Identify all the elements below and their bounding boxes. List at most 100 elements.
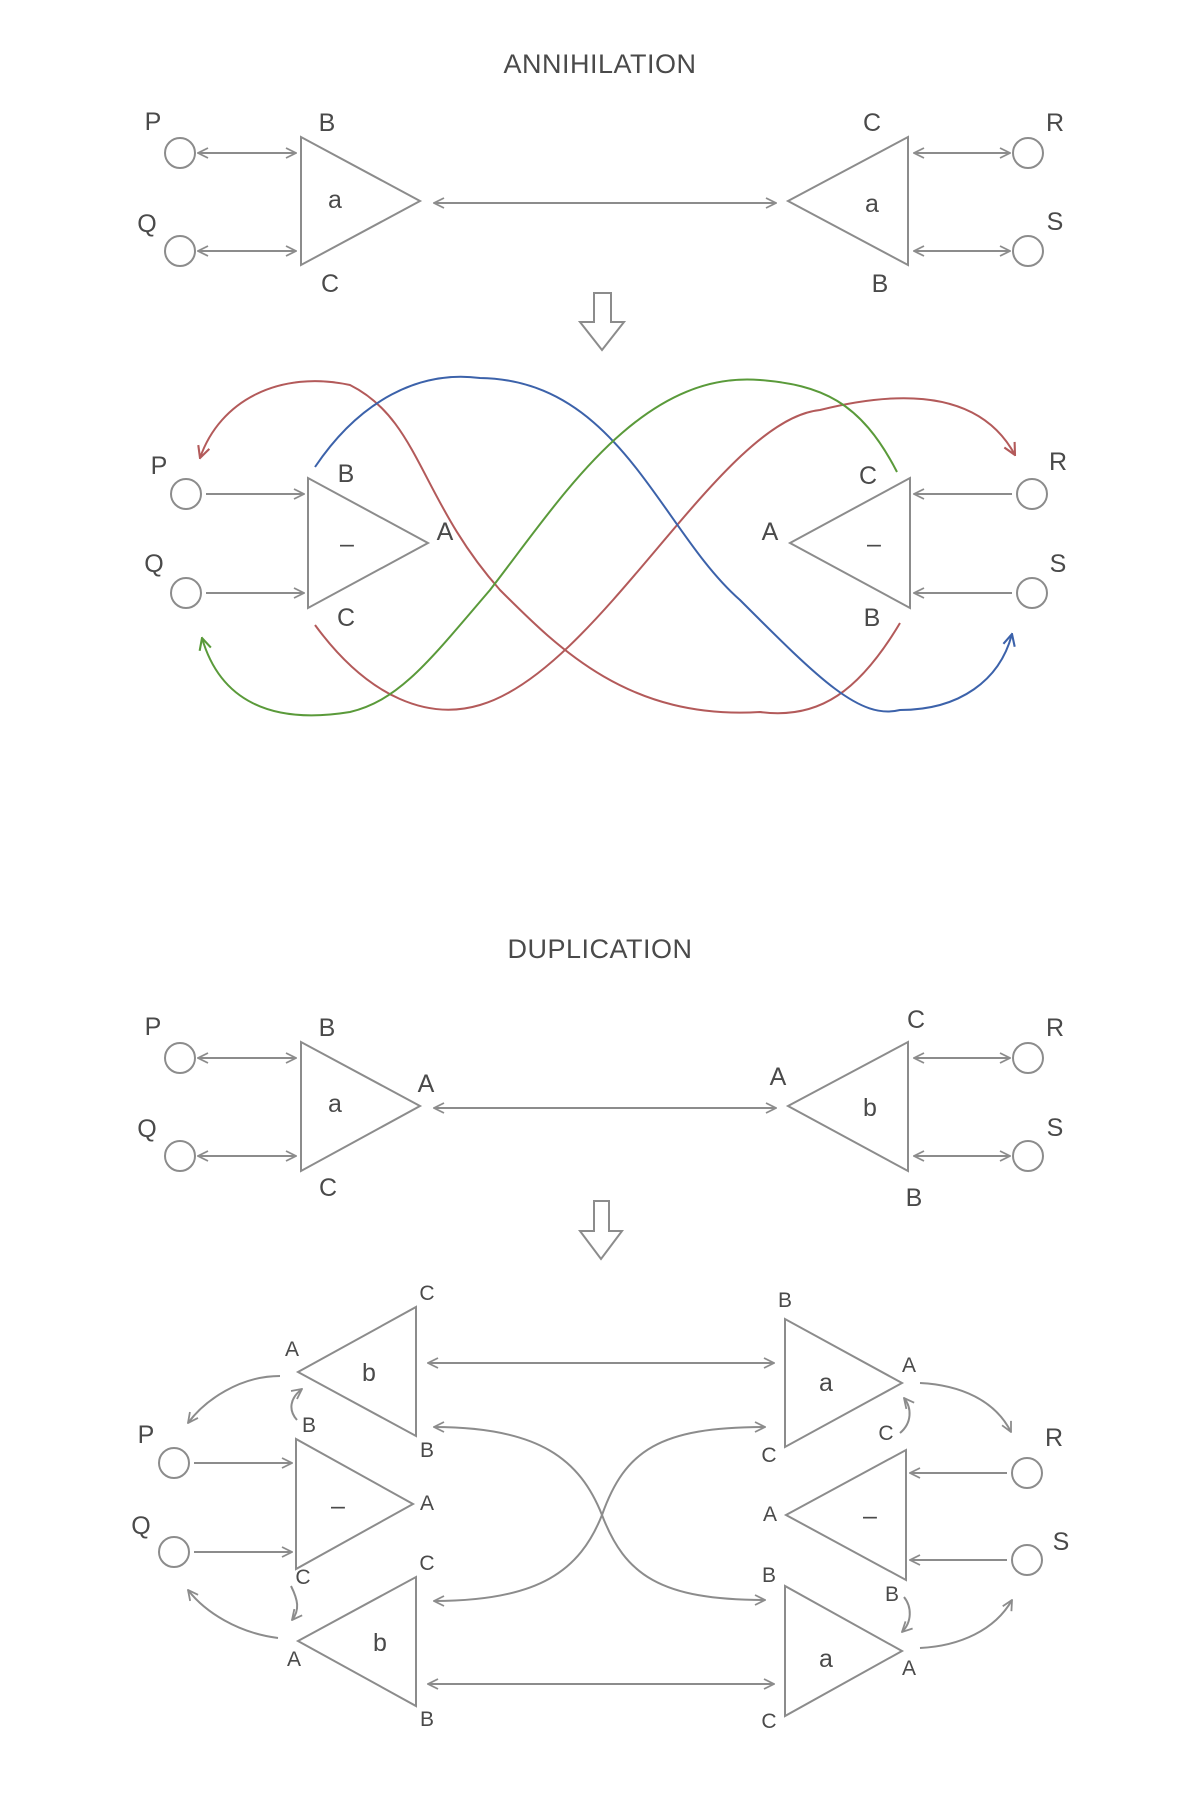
label-q: Q [137,210,156,238]
label-s: S [1047,208,1064,236]
label-a: A [287,1648,301,1671]
label-b: B [420,1708,434,1731]
label-c: C [761,1444,776,1467]
port-q [164,235,196,267]
label-a: A [420,1492,434,1515]
label-c: C [337,604,355,632]
agent-a-top-right [784,1317,905,1449]
agent-a-right [785,135,909,267]
label-c: C [761,1710,776,1733]
agent-eps-left [295,1437,416,1571]
wire [899,1398,910,1434]
label-c: C [863,109,881,137]
label-b: B [872,270,889,298]
label-p: P [145,108,162,136]
wire [290,1585,297,1620]
label-a: A [762,518,779,546]
label-c: C [321,270,339,298]
annihilation-before: a a P Q R S B C C B [137,108,1064,298]
label-r: R [1045,1424,1063,1452]
label-p: P [151,452,168,480]
port-r [1012,1042,1044,1074]
section-title: DUPLICATION [507,934,692,964]
agent-b-top-left [295,1305,417,1438]
agent-b-bottom-left [295,1575,417,1708]
label-b: B [319,1014,336,1042]
agent-eps-right [787,476,911,610]
label-a: A [437,518,454,546]
label-s: S [1047,1114,1064,1142]
label-r: R [1046,1014,1064,1042]
label-a: A [763,1503,777,1526]
down-arrow-icon [578,1200,624,1261]
red-wire-c-to-r [314,397,1015,711]
agent-symbol: – [340,530,354,558]
agent-symbol: b [362,1359,376,1387]
port-p [164,1042,196,1074]
label-q: Q [137,1115,156,1143]
duplication-before: a b P Q R S B C A C B A [137,1006,1064,1212]
label-s: S [1050,550,1067,578]
duplication-after: b – b a – a [131,1282,1069,1733]
label-s: S [1053,1528,1070,1556]
label-b: B [319,109,336,137]
annihilation-section: ANNIHILATION a a P Q R S B C C B [137,49,1067,717]
label-c: C [907,1006,925,1034]
agent-symbol: a [328,186,342,214]
agent-symbol: b [863,1094,877,1122]
port-s [1011,1544,1043,1576]
label-a: A [418,1070,435,1098]
label-a: A [285,1338,299,1361]
curve-c-to-c [434,1427,765,1601]
label-a: A [770,1063,787,1091]
agent-a-left [300,135,423,267]
annihilation-after: – – P Q R S B C A C B A [144,375,1067,717]
label-b: B [338,460,355,488]
agent-b [785,1040,909,1173]
label-r: R [1046,109,1064,137]
label-b: B [302,1414,316,1437]
port-s [1016,577,1048,609]
label-c: C [878,1422,893,1445]
wire [902,1596,910,1632]
agent-symbol: a [865,190,879,218]
port-r [1016,478,1048,510]
port-p [170,478,202,510]
port-r [1012,137,1044,169]
down-arrow-icon [577,292,627,352]
label-p: P [138,1421,155,1449]
label-q: Q [131,1512,150,1540]
agent-a [300,1040,423,1173]
wire [919,1600,1012,1649]
agent-symbol: – [863,1502,877,1530]
label-q: Q [144,550,163,578]
red-wire-b-to-p [200,380,901,715]
agent-symbol: – [331,1492,345,1520]
agent-symbol: – [867,530,881,558]
duplication-section: DUPLICATION a b P Q R S B C A C B A [131,934,1069,1733]
agent-symbol: a [819,1369,833,1397]
label-b: B [420,1439,434,1462]
port-q [170,577,202,609]
label-a: A [902,1354,916,1377]
blue-wire-b-to-s [314,375,1012,713]
port-p [158,1447,190,1479]
label-c: C [295,1566,310,1589]
green-wire-c-to-q [202,378,898,717]
agent-eps-right [783,1448,907,1582]
curve-b-to-b [434,1427,765,1600]
agent-eps-left [307,476,431,610]
label-b: B [885,1583,899,1606]
label-c: C [419,1552,434,1575]
agent-a-bottom-right [784,1584,905,1718]
label-b: B [864,604,881,632]
label-p: P [145,1013,162,1041]
label-b: B [762,1564,776,1587]
label-c: C [419,1282,434,1305]
port-r [1011,1457,1043,1489]
wire [290,1389,302,1421]
agent-symbol: b [373,1629,387,1657]
wire [188,1590,279,1639]
